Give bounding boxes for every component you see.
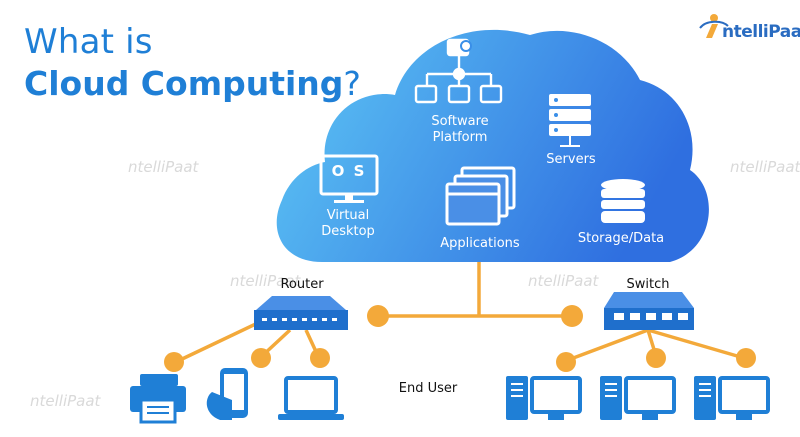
watermark: ntelliPaat (230, 272, 301, 290)
watermark: ntelliPaat (730, 158, 800, 176)
applications-label: Applications (440, 236, 520, 251)
title-line-2: Cloud Computing (24, 64, 344, 103)
title-question-mark: ? (343, 64, 361, 103)
servers-label: Servers (546, 152, 596, 167)
desktop-icon (600, 376, 676, 420)
virtual-desktop-label: Virtual Desktop (308, 208, 388, 240)
monitor-icon (319, 154, 379, 203)
cloud-shape (276, 29, 709, 262)
software-label-line-2: Platform (432, 130, 488, 145)
folder-tree-icon (414, 38, 503, 104)
storage-label: Storage/Data (577, 231, 665, 246)
router-label: Router (280, 277, 324, 292)
person-icon (699, 14, 729, 38)
software-label-line-1: Software (431, 114, 489, 129)
database-icon (601, 179, 645, 223)
virtual-label-line-2: Desktop (321, 224, 375, 239)
phone-icon (206, 368, 248, 420)
printer-icon (130, 374, 186, 424)
watermark: ntelliPaat (30, 392, 101, 410)
os-label: O S (331, 162, 367, 180)
router-icon (254, 296, 348, 330)
end-user-label: End User (398, 381, 458, 396)
server-icon (549, 94, 591, 147)
switch-icon (604, 292, 694, 330)
desktop-icon (506, 376, 582, 420)
watermark: ntelliPaat (128, 158, 199, 176)
switch-label: Switch (626, 277, 670, 292)
brand-logo: ntelliPaat (700, 12, 800, 48)
title-line-1: What is (24, 22, 153, 62)
virtual-label-line-1: Virtual (326, 208, 370, 223)
desktop-icon (694, 376, 770, 420)
brand-name: ntelliPaat (722, 22, 800, 42)
connector-nodes (164, 305, 756, 372)
watermark: ntelliPaat (528, 272, 599, 290)
laptop-icon (278, 376, 344, 420)
windows-icon (445, 166, 516, 226)
page-title: Cloud Computing? (24, 64, 361, 103)
software-platform-label: Software Platform (418, 114, 502, 146)
